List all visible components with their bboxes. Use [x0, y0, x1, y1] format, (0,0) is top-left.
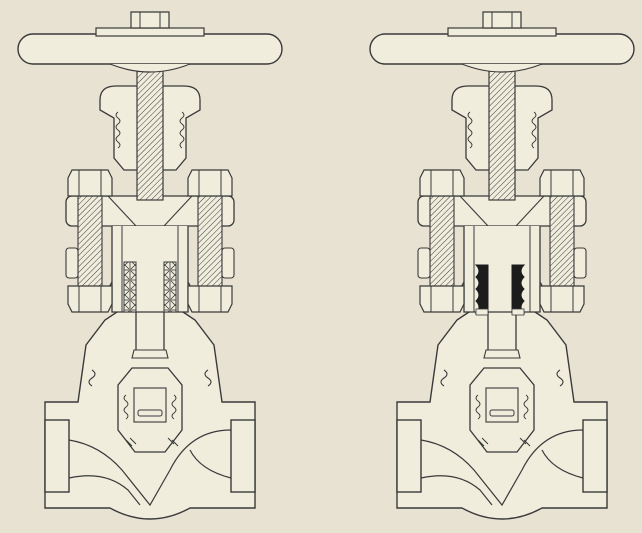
valve-view-left: [17, 11, 283, 520]
packing-rings-molded: [474, 264, 526, 316]
packing-rings-braided: [123, 261, 177, 313]
valve-view-right: [369, 11, 635, 520]
